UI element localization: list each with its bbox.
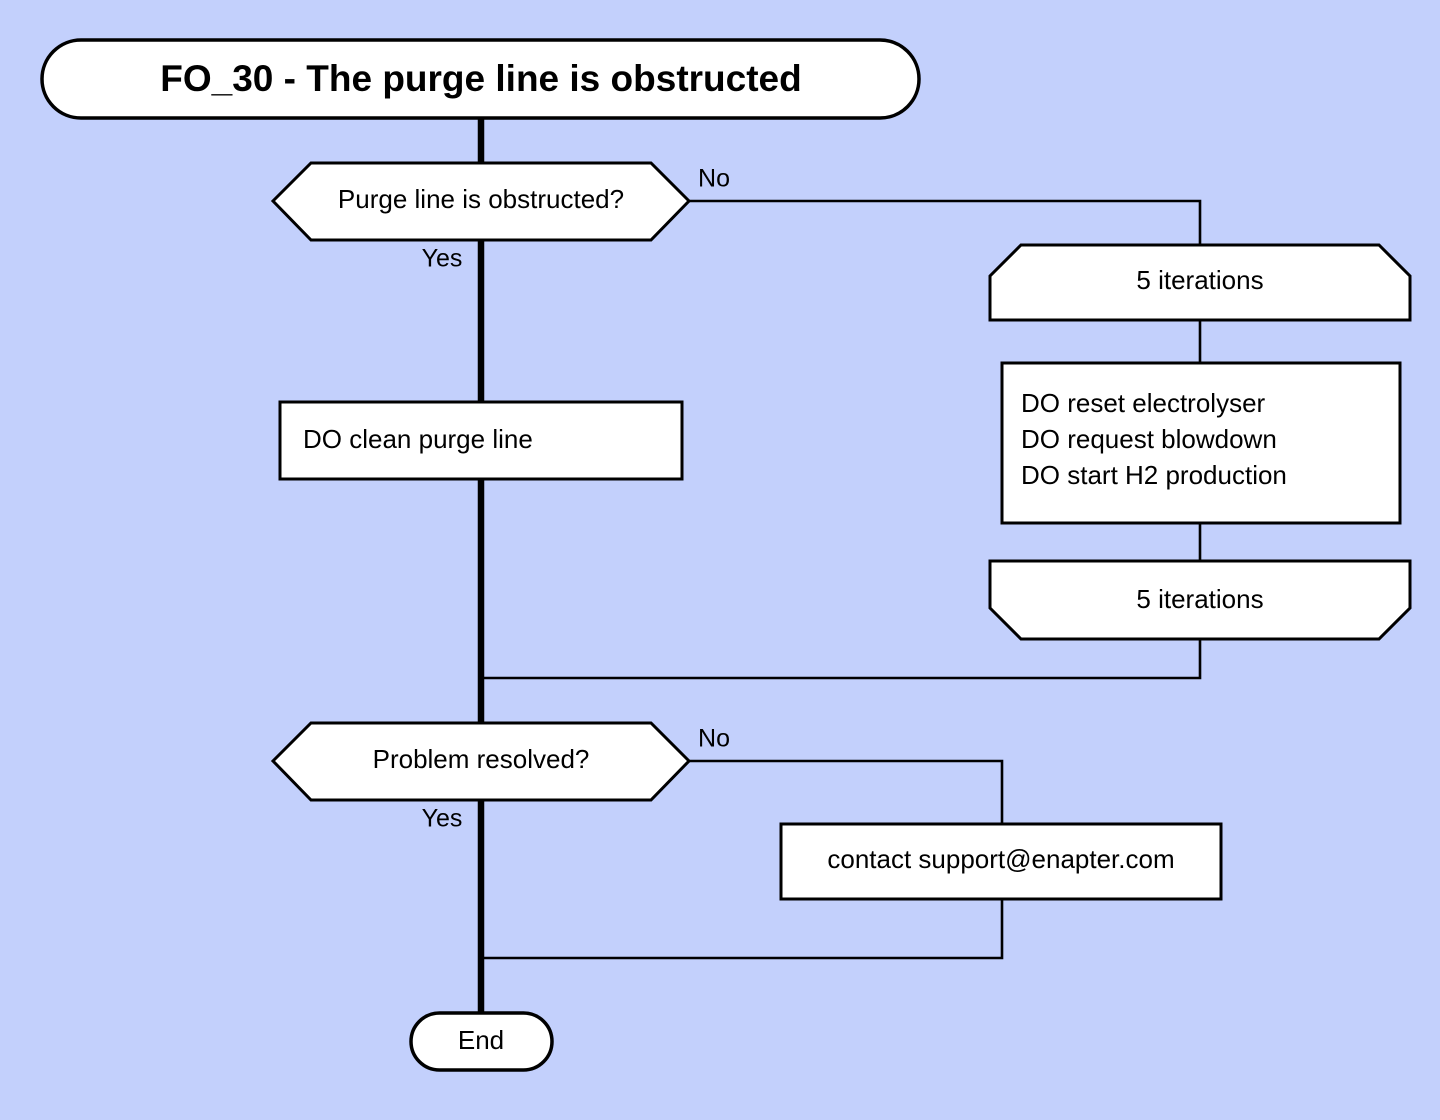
node-loop-start[interactable]: 5 iterations: [988, 243, 1412, 322]
decision1-label: Purge line is obstructed?: [338, 184, 624, 214]
loop-start-shape[interactable]: [988, 243, 1412, 322]
clean-purge-line-label: DO clean purge line: [303, 424, 533, 454]
node-end-terminator[interactable]: End: [409, 1011, 554, 1072]
clean-purge-line-shape[interactable]: [278, 400, 684, 481]
decision1-hexagon-shape[interactable]: [270, 161, 692, 242]
node-loop-end[interactable]: 5 iterations: [988, 559, 1412, 641]
decision2-label: Problem resolved?: [373, 744, 590, 774]
connector-contact-to-spine: [484, 899, 1004, 960]
title-pill-shape: [40, 38, 921, 120]
loop-end-label: 5 iterations: [1136, 584, 1263, 614]
loop-end-shape[interactable]: [988, 559, 1412, 641]
action-line-1: DO reset electrolyser: [1021, 388, 1266, 418]
action-line-3: DO start H2 production: [1021, 460, 1287, 490]
end-label: End: [458, 1025, 504, 1055]
node-decision-problem-resolved[interactable]: Problem resolved?: [270, 721, 692, 802]
node-decision-purge-line[interactable]: Purge line is obstructed?: [270, 161, 692, 242]
connector-decision2-no-to-contact: [686, 759, 1004, 824]
contact-support-label: contact support@enapter.com: [827, 844, 1174, 874]
connector-decision1-no-to-loop-start: [686, 199, 1202, 245]
node-clean-purge-line[interactable]: DO clean purge line: [278, 400, 684, 481]
contact-support-shape[interactable]: [779, 822, 1223, 901]
decision1-yes-label: Yes: [422, 245, 463, 273]
action-line-2: DO request blowdown: [1021, 424, 1277, 454]
decision2-hexagon-shape[interactable]: [270, 721, 692, 802]
decision2-yes-label: Yes: [422, 805, 463, 833]
node-contact-support[interactable]: contact support@enapter.com: [779, 822, 1223, 901]
node-actions-block[interactable]: DO reset electrolyser DO request blowdow…: [1000, 361, 1402, 525]
loop-start-label: 5 iterations: [1136, 265, 1263, 295]
node-title: FO_30 - The purge line is obstructed: [40, 38, 921, 120]
decision2-no-label: No: [698, 725, 730, 753]
actions-block-shape[interactable]: [1000, 361, 1402, 525]
end-pill-shape[interactable]: [409, 1011, 554, 1072]
decision1-no-label: No: [698, 165, 730, 193]
connector-loop-end-to-spine: [484, 639, 1202, 680]
page-title: FO_30 - The purge line is obstructed: [160, 58, 801, 99]
